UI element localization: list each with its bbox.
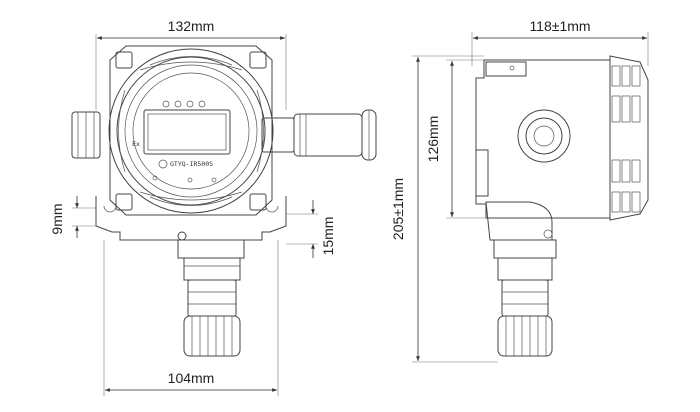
dim-side-depth: 118±1mm	[529, 18, 590, 34]
dim-15-group: 15mm	[286, 200, 336, 258]
ex-mark: Ex	[132, 140, 140, 148]
dim-front-base-width: 104mm	[168, 370, 215, 386]
dim-126-group: 126mm	[425, 59, 486, 219]
dim-front-flange-left: 9mm	[49, 203, 65, 234]
dim-132-group: 132mm	[95, 18, 287, 110]
dim-side-height-body: 126mm	[425, 116, 441, 163]
front-view: 132mm	[49, 18, 377, 396]
dim-side-height-total: 205±1mm	[390, 178, 406, 240]
left-cable-gland	[71, 111, 101, 159]
side-view: 118±1mm	[390, 18, 649, 363]
model-label: GTYQ-IR500S	[170, 160, 213, 168]
dim-front-flange-right: 15mm	[320, 217, 336, 256]
front-housing: Ex GTYQ-IR500S	[108, 45, 274, 216]
front-flange	[95, 196, 287, 241]
dim-205-group: 205±1mm	[390, 55, 498, 363]
dim-104-group: 104mm	[103, 240, 279, 396]
side-sensor	[485, 201, 557, 357]
front-sensor	[177, 239, 245, 357]
right-cable-gland	[261, 109, 377, 161]
dim-118-group: 118±1mm	[471, 18, 649, 66]
side-housing	[475, 55, 649, 221]
dim-front-width: 132mm	[168, 18, 215, 34]
dim-9-group: 9mm	[49, 196, 96, 238]
